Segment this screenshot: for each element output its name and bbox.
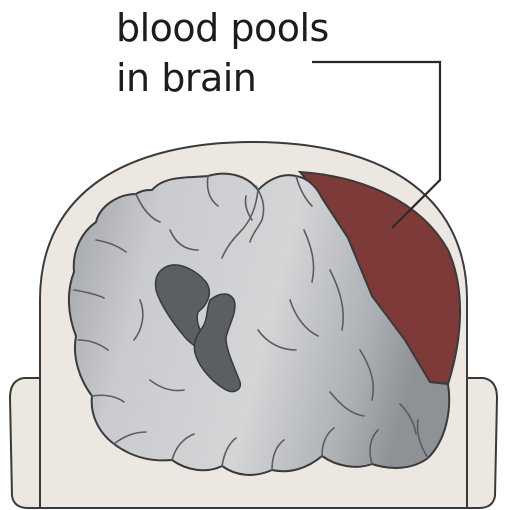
annotation-label-line-1: blood pools: [116, 6, 329, 50]
annotation-label-line-2: in brain: [116, 56, 256, 100]
